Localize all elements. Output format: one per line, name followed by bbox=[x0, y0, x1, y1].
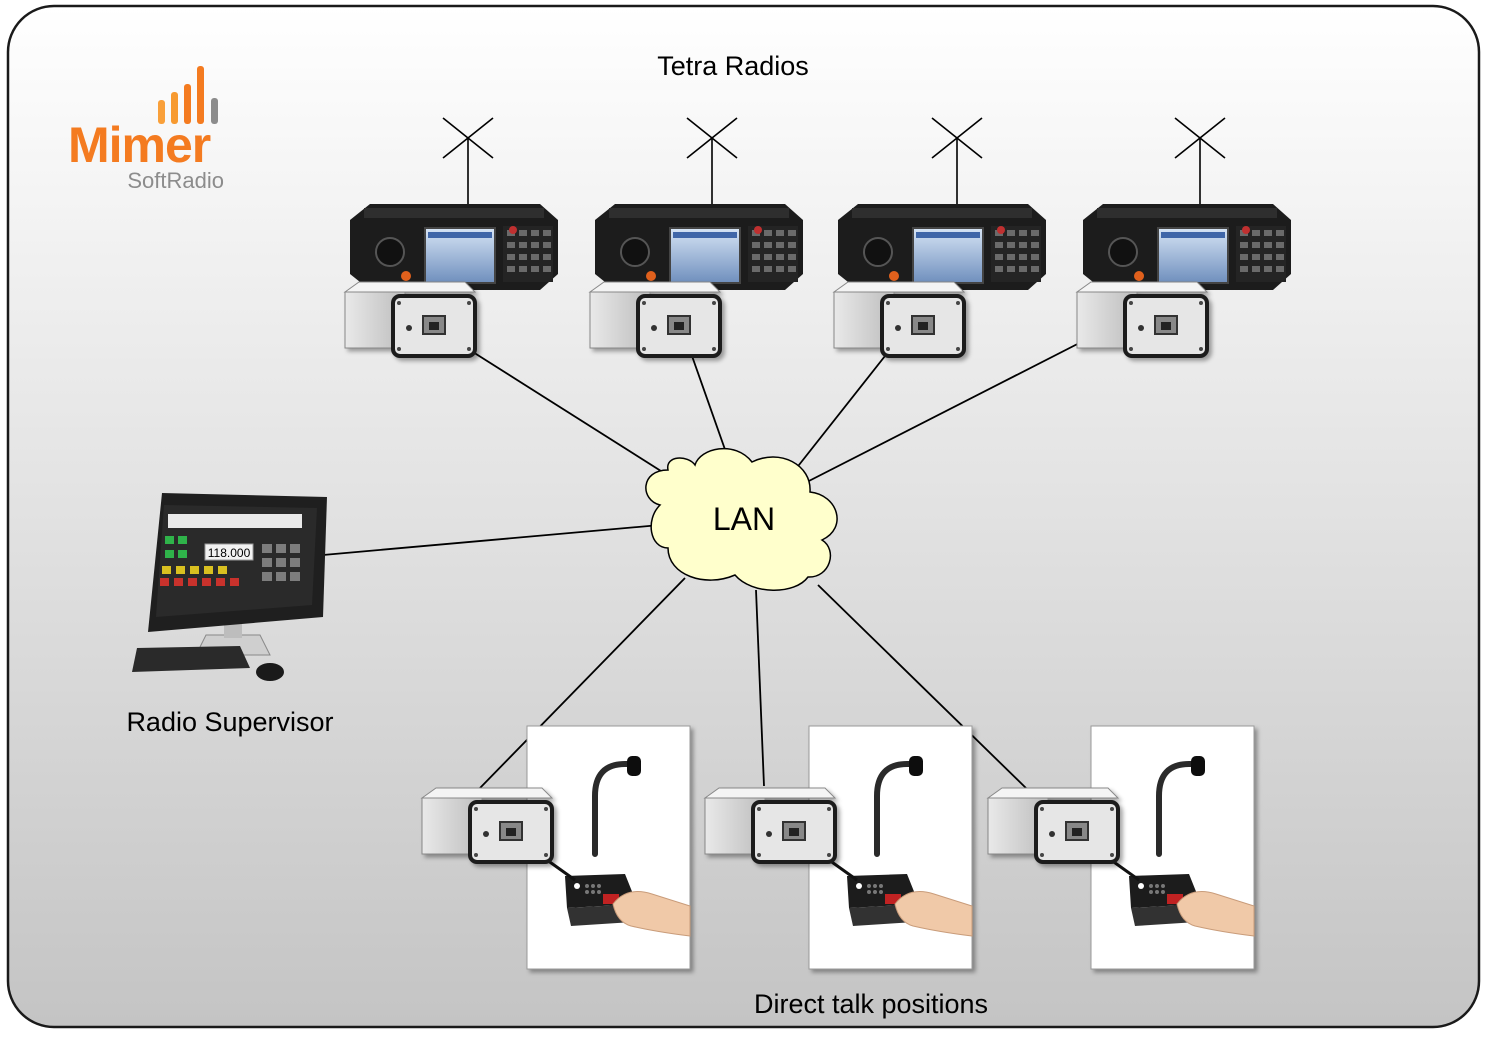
direct-talk-position-1 bbox=[420, 726, 690, 969]
connection-line bbox=[755, 589, 765, 787]
connection-line bbox=[464, 346, 673, 479]
tetra-radios-title: Tetra Radios bbox=[657, 51, 809, 81]
logo-subtitle: SoftRadio bbox=[127, 168, 224, 193]
signal-bars-icon bbox=[158, 66, 218, 124]
connection-line bbox=[802, 333, 1098, 485]
frequency-display: 118.000 bbox=[208, 546, 251, 560]
logo-name: Mimer bbox=[68, 117, 211, 173]
connection-line bbox=[794, 355, 886, 471]
radio-supervisor-computer: 118.000 bbox=[132, 493, 327, 681]
connection-line bbox=[322, 524, 661, 556]
connection-line bbox=[479, 577, 686, 789]
lan-cloud: LAN bbox=[645, 447, 838, 591]
direct-talk-positions-label: Direct talk positions bbox=[754, 989, 988, 1019]
mimer-logo: Mimer SoftRadio bbox=[68, 66, 224, 193]
radio-icon bbox=[594, 203, 804, 291]
radio-icon bbox=[837, 203, 1047, 291]
connection-lines bbox=[322, 333, 1098, 791]
lan-label: LAN bbox=[713, 501, 775, 537]
direct-talk-position-2 bbox=[703, 726, 972, 969]
connection-line bbox=[691, 355, 729, 459]
radio-icon bbox=[349, 203, 559, 291]
radio-supervisor-label: Radio Supervisor bbox=[126, 707, 333, 737]
radio-icon bbox=[1082, 203, 1292, 291]
direct-talk-position-3 bbox=[986, 726, 1254, 969]
connection-line bbox=[817, 584, 1029, 791]
